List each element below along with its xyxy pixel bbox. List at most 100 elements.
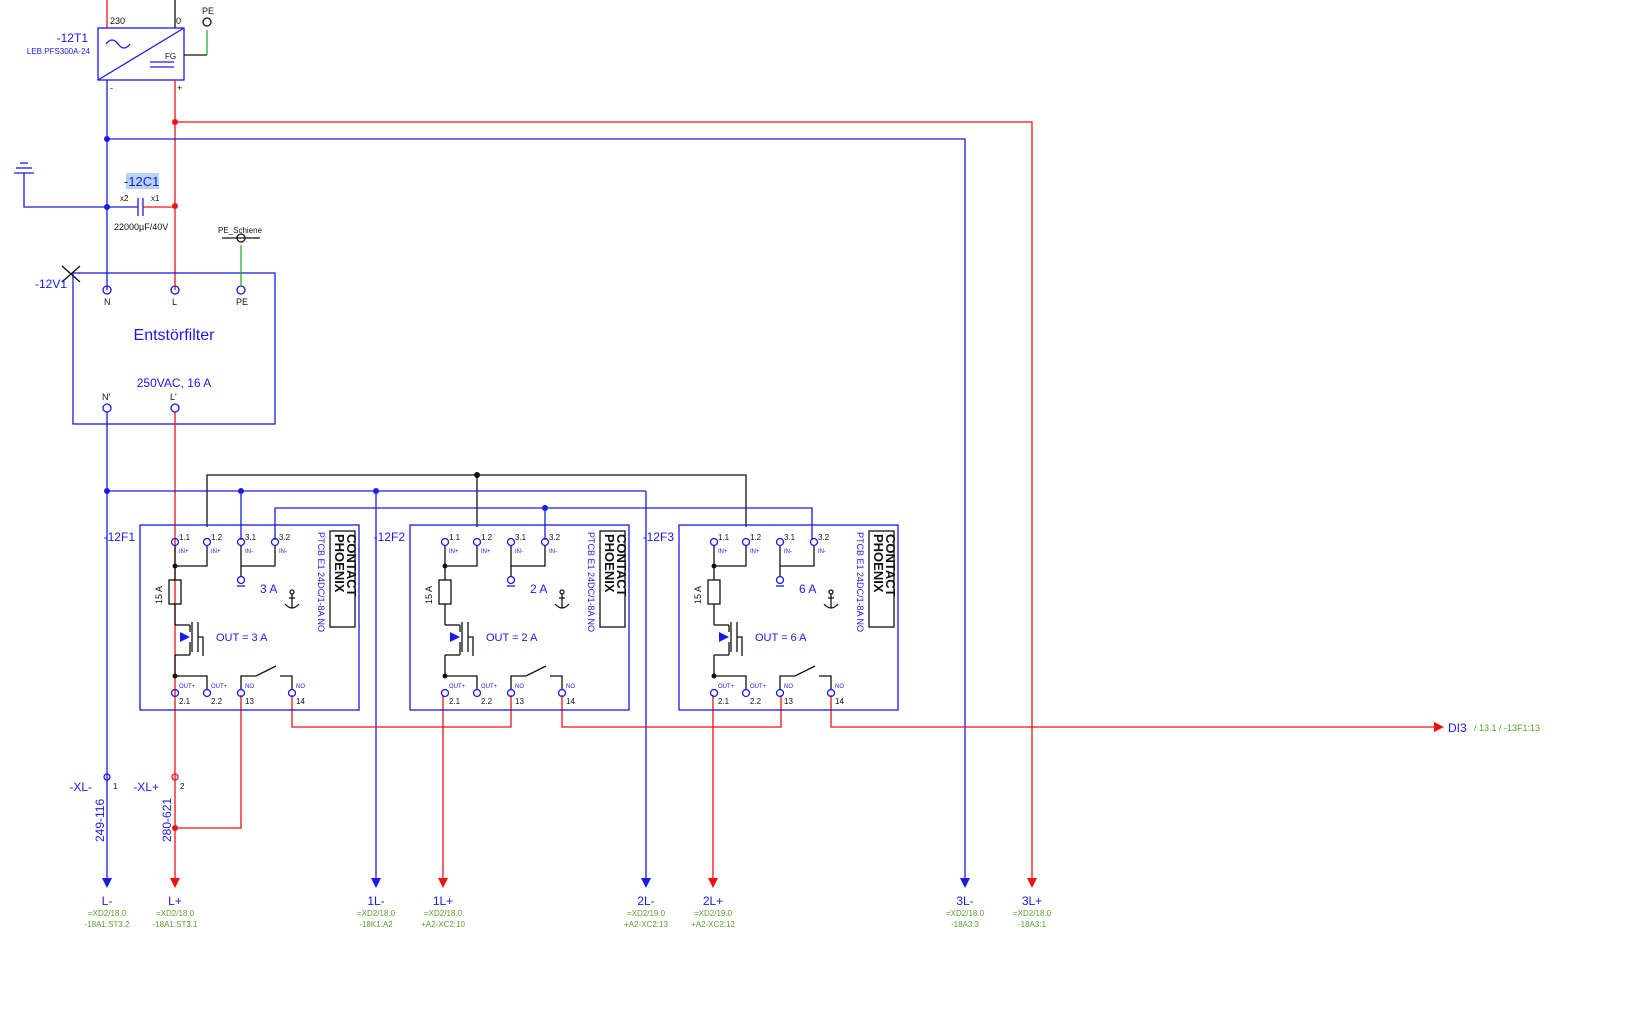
output-ref2: -18A3:1	[1018, 920, 1047, 929]
terminal-label: 1.1	[449, 533, 461, 542]
pe-rail-label: PE_Schiene	[218, 226, 263, 235]
terminal-out-label: OUT+	[750, 684, 767, 690]
svg-text:PHOENIX: PHOENIX	[602, 534, 617, 593]
breaker-tag: -12F1	[104, 530, 136, 544]
capacitor-term-x1: x1	[151, 194, 160, 203]
terminal-out-label: OUT+	[211, 684, 228, 690]
output-arrow	[1027, 878, 1037, 888]
terminal-in-label: IN+	[481, 549, 491, 555]
di3-ref: / 13.1 / -13F1:13	[1474, 723, 1540, 733]
terminal-label: 1.2	[481, 533, 493, 542]
terminal-out-label: NO	[515, 684, 524, 690]
breaker-part: PTCB E1 24DC/1-8A NO	[586, 532, 596, 632]
fuse-rating: 15 A	[424, 586, 434, 604]
output-ref2: +A2-XC2:10	[421, 920, 465, 929]
output-2L+[interactable]: 2L+=XD2/19.0+A2-XC2:12	[691, 878, 735, 929]
terminal-label: 3.1	[245, 533, 257, 542]
terminal-out-label: OUT+	[449, 684, 466, 690]
terminal-xl-plus[interactable]: -XL+ 2 280-621	[133, 773, 185, 842]
output-ref1: =XD2/18.0	[156, 909, 195, 918]
terminal-xl-plus-num: 2	[180, 782, 185, 791]
breaker-group: -12F1 1.1IN+ 1.2IN+ 3.1IN- 3.2IN- 15 A OUT+ 2.1…	[104, 524, 899, 711]
output-ref2: +A2-XC2:12	[691, 920, 735, 929]
output-arrow	[641, 878, 651, 888]
output-name: L-	[102, 894, 113, 908]
output-references: L-=XD2/18.0-18A1:ST3.2L+=XD2/18.0-18A1:S…	[85, 878, 1052, 929]
output-ref2: -18A3:3	[951, 920, 980, 929]
output-1L-[interactable]: 1L-=XD2/18.0-18K1:A2	[357, 878, 396, 929]
terminal-xl-minus[interactable]: -XL- 1 249-116	[69, 773, 118, 842]
output-3L-[interactable]: 3L-=XD2/18.0-18A3:3	[946, 878, 985, 929]
terminal-in-label: IN+	[179, 549, 189, 555]
output-2L-[interactable]: 2L-=XD2/19.0+A2-XC2:13	[624, 878, 668, 929]
output-1L+[interactable]: 1L+=XD2/18.0+A2-XC2:10	[421, 878, 465, 929]
output-arrow	[960, 878, 970, 888]
svg-text:PHOENIX: PHOENIX	[871, 534, 886, 593]
filter-term-n-out: N'	[102, 392, 110, 402]
breaker-tag: -12F2	[374, 530, 406, 544]
terminal-xl-minus-num: 1	[113, 782, 118, 791]
transformer-term-minus: -	[110, 83, 113, 93]
terminal-out-label: NO	[566, 684, 575, 690]
transformer-term-0: 0	[176, 16, 181, 26]
transformer-12T1[interactable]: 230 0 FG - + -12T1 LEB.PFS300A-24 PE	[27, 0, 214, 93]
terminal-label: 3.1	[515, 533, 527, 542]
fuse-rating: 15 A	[154, 586, 164, 604]
terminal-in-label: IN-	[245, 549, 253, 555]
breaker-current: 3 A	[260, 582, 277, 596]
terminal-out-label: NO	[296, 684, 305, 690]
breaker-part: PTCB E1 24DC/1-8A NO	[855, 532, 865, 632]
transformer-term-fg: FG	[165, 52, 176, 61]
output-ref1: =XD2/18.0	[88, 909, 127, 918]
output-L-[interactable]: L-=XD2/18.0 -18A1:ST3.2	[85, 878, 130, 929]
svg-text:PHOENIX: PHOENIX	[332, 534, 347, 593]
filter-title: Entstörfilter	[134, 327, 216, 344]
terminal-in-label: IN-	[549, 549, 557, 555]
terminal-in-label: IN+	[750, 549, 760, 555]
output-arrow	[708, 878, 718, 888]
terminal-in-label: IN+	[211, 549, 221, 555]
terminal-in-label: IN-	[515, 549, 523, 555]
terminal-label: 2.2	[750, 697, 762, 706]
capacitor-12C1[interactable]: -12C1 x2 x1 22000µF/40V	[107, 173, 175, 232]
output-ref2: -18A1:ST3.2	[85, 920, 130, 929]
terminal-label: 2.2	[481, 697, 493, 706]
output-ref1: =XD2/19.0	[694, 909, 733, 918]
output-3L+[interactable]: 3L+=XD2/18.0-18A3:1	[1013, 878, 1052, 929]
terminal-in-label: IN-	[784, 549, 792, 555]
output-ref2: -18A1:ST3.1	[153, 920, 198, 929]
terminal-label: 2.1	[449, 697, 461, 706]
output-ref2: -18K1:A2	[359, 920, 393, 929]
terminal-label: 3.2	[549, 533, 561, 542]
transformer-term-230: 230	[110, 16, 125, 26]
terminal-label: 13	[784, 697, 793, 706]
capacitor-value: 22000µF/40V	[114, 222, 168, 232]
output-L+[interactable]: L+=XD2/18.0-18A1:ST3.1	[153, 878, 198, 929]
output-arrow	[438, 878, 448, 888]
capacitor-tag: -12C1	[124, 174, 159, 189]
output-ref1: =XD2/19.0	[627, 909, 666, 918]
terminal-out-label: NO	[784, 684, 793, 690]
pe-label: PE	[202, 6, 214, 16]
filter-12V1[interactable]: -12V1 N L PE Entstörfilter 250VAC, 16 A …	[35, 226, 276, 425]
output-ref1: =XD2/18.0	[946, 909, 985, 918]
wire-label-xl-minus: 249-116	[93, 799, 107, 842]
output-arrow	[371, 878, 381, 888]
filter-term-l-out: L'	[170, 392, 177, 402]
breaker-out-label: OUT = 3 A	[216, 632, 268, 644]
output-name: 1L+	[433, 894, 453, 908]
terminal-out-label: NO	[245, 684, 254, 690]
terminal-label: 14	[835, 697, 844, 706]
terminal-xl-plus-tag: -XL+	[133, 780, 159, 794]
breaker-current: 2 A	[530, 582, 547, 596]
terminal-in-label: IN-	[818, 549, 826, 555]
breaker-out-label: OUT = 2 A	[486, 632, 538, 644]
di3-output[interactable]: DI3 / 13.1 / -13F1:13	[1448, 721, 1540, 735]
